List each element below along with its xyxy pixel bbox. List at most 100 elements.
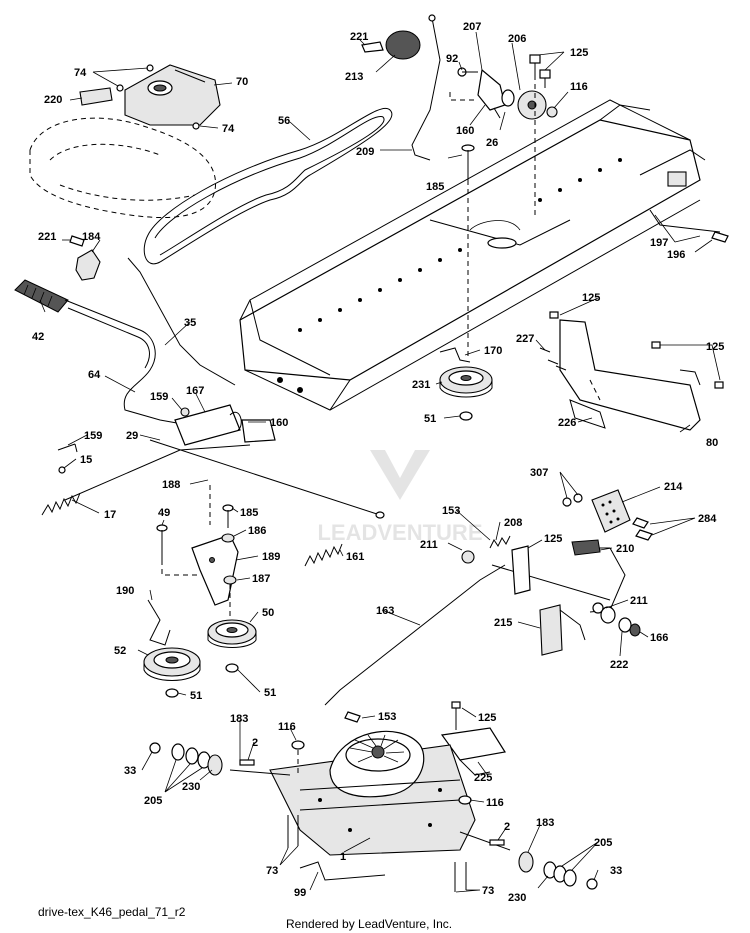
callout-230: 230	[508, 892, 526, 904]
callout-80: 80	[706, 437, 718, 449]
callout-51: 51	[264, 687, 276, 699]
clip-284	[632, 517, 653, 541]
rod-99	[299, 861, 386, 881]
callout-226: 226	[558, 417, 576, 429]
pulley-52	[143, 647, 201, 681]
callout-15: 15	[80, 454, 92, 466]
cable-35	[127, 257, 236, 386]
hose-220	[79, 87, 113, 106]
callout-70: 70	[236, 76, 248, 88]
nut-116	[291, 740, 472, 805]
callout-51: 51	[190, 690, 202, 702]
drive-belt-56	[143, 107, 393, 265]
callout-125: 125	[544, 533, 562, 545]
callout-221: 221	[350, 31, 368, 43]
callout-33: 33	[610, 865, 622, 877]
callout-211: 211	[420, 539, 438, 551]
callout-56: 56	[278, 115, 290, 127]
callout-183: 183	[230, 713, 248, 725]
callout-222: 222	[610, 659, 628, 671]
callout-207: 207	[463, 21, 481, 33]
callout-231: 231	[412, 379, 430, 391]
spring-161	[304, 543, 343, 567]
callout-159: 159	[150, 391, 168, 403]
callout-52: 52	[114, 645, 126, 657]
bracket-189	[191, 534, 239, 606]
bracket-225	[440, 727, 506, 776]
lever-assembly	[174, 404, 276, 446]
callout-73: 73	[266, 865, 278, 877]
callout-153: 153	[378, 711, 396, 723]
rod-29	[64, 439, 385, 519]
callout-33: 33	[124, 765, 136, 777]
spring-17	[41, 492, 81, 516]
callout-214: 214	[664, 481, 683, 493]
callout-2: 2	[504, 821, 510, 833]
callout-206: 206	[508, 33, 526, 45]
shift-lever-209	[411, 14, 441, 161]
callout-184: 184	[82, 231, 101, 243]
pedal-shaft	[461, 545, 611, 614]
callout-29: 29	[126, 430, 138, 442]
callout-215: 215	[494, 617, 512, 629]
callout-116: 116	[486, 797, 504, 809]
callout-196: 196	[667, 249, 685, 261]
callout-209: 209	[356, 146, 374, 158]
callout-17: 17	[104, 509, 116, 521]
washers-222-166	[600, 606, 641, 637]
callout-153: 153	[442, 505, 460, 517]
callout-160: 160	[456, 125, 474, 137]
callout-225: 225	[474, 772, 492, 784]
callout-labels: 221 213 207 92 206 125 116 74 70 220 74 …	[32, 21, 724, 904]
fuel-tank-shroud	[124, 64, 221, 126]
callout-42: 42	[32, 331, 44, 343]
rod-197	[649, 209, 729, 243]
callout-211: 211	[630, 595, 648, 607]
callout-1: 1	[340, 851, 346, 863]
part-215	[539, 604, 586, 656]
axles	[229, 769, 511, 851]
knob-213	[361, 30, 421, 60]
callout-125: 125	[706, 341, 724, 353]
callout-205: 205	[594, 837, 612, 849]
callout-74: 74	[74, 67, 87, 79]
drawing-code: drive-tex_K46_pedal_71_r2	[38, 905, 186, 919]
callout-230: 230	[182, 781, 200, 793]
render-credit: Rendered by LeadVenture, Inc.	[286, 917, 453, 931]
callout-227: 227	[516, 333, 534, 345]
callout-35: 35	[184, 317, 196, 329]
pedal-pad-214	[591, 489, 631, 533]
callout-221: 221	[38, 231, 56, 243]
shift-bracket	[457, 67, 547, 120]
bolt-125-lower	[451, 701, 461, 730]
callout-307: 307	[530, 467, 548, 479]
callout-205: 205	[144, 795, 162, 807]
clip-221	[69, 235, 85, 247]
pedal-210	[571, 539, 626, 613]
callout-50: 50	[262, 607, 274, 619]
part-184	[75, 249, 101, 281]
callout-188: 188	[162, 479, 180, 491]
callout-185: 185	[240, 507, 258, 519]
callout-220: 220	[44, 94, 62, 106]
spacer-186	[221, 533, 235, 543]
callout-213: 213	[345, 71, 363, 83]
callout-26: 26	[486, 137, 498, 149]
rod-64	[64, 299, 206, 429]
callout-189: 189	[262, 551, 280, 563]
shield-80	[559, 319, 701, 431]
callout-183: 183	[536, 817, 554, 829]
callout-125: 125	[582, 292, 600, 304]
callout-49: 49	[158, 507, 170, 519]
callout-51: 51	[424, 413, 436, 425]
seat-outline	[29, 117, 217, 219]
callout-2: 2	[252, 737, 258, 749]
grip-42	[14, 279, 69, 313]
callout-166: 166	[650, 632, 668, 644]
transaxle-1	[269, 730, 476, 856]
bolt-74	[116, 64, 200, 130]
callout-210: 210	[616, 543, 634, 555]
callout-284: 284	[698, 513, 717, 525]
callout-161: 161	[346, 551, 364, 563]
